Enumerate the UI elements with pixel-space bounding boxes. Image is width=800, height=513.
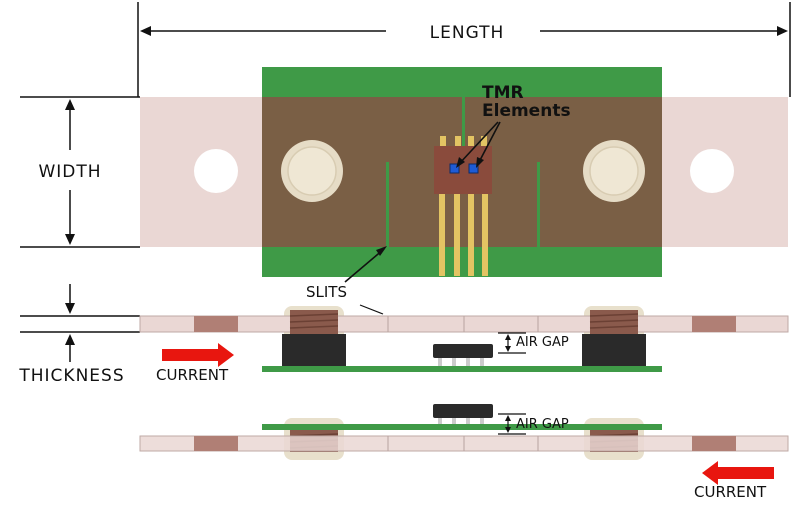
thickness-dimension: THICKNESS (18, 284, 140, 386)
tmr-element-left (449, 163, 460, 174)
slit-center (462, 97, 465, 147)
tmr-element-right (468, 163, 479, 174)
tmr-pointer-arrow-1 (458, 121, 499, 165)
mounting-hole-right (690, 149, 734, 193)
pcb-side-1 (262, 366, 662, 372)
pcb-side-2 (262, 424, 662, 430)
current-arrow-left (702, 461, 774, 485)
air-gap-label-top: AIR GAP (516, 335, 569, 350)
slits-label: SLITS (306, 283, 347, 301)
tmr-pointer-arrowhead-1 (456, 157, 465, 168)
chip-side-1 (433, 344, 493, 366)
air-gap-label-bottom: AIR GAP (516, 417, 569, 432)
standoff-right (583, 140, 645, 202)
tmr-pointer-arrowhead-2 (476, 157, 484, 168)
mounting-hole-left (194, 149, 238, 193)
slits-callout: SLITS (306, 246, 387, 315)
chip-side-2 (433, 404, 493, 424)
thickness-label: THICKNESS (18, 366, 124, 386)
current-label-top: CURRENT (156, 366, 229, 384)
current-arrow-right (162, 343, 234, 367)
sensor-chip (434, 136, 492, 276)
current-label-bottom: CURRENT (694, 483, 767, 501)
side-view-top: AIR GAP CURRENT (139, 306, 789, 384)
side-view-bottom: AIR GAP CURRENT (139, 404, 789, 501)
tmr-pointer-arrow-2 (477, 121, 501, 165)
slit-left (386, 162, 389, 247)
width-label: WIDTH (38, 162, 101, 182)
length-dimension: LENGTH (137, 2, 791, 97)
length-label: LENGTH (430, 23, 505, 43)
tmr-label-line2: Elements (482, 101, 571, 121)
width-dimension: WIDTH (20, 96, 140, 248)
top-view: TMR Elements (140, 67, 788, 277)
slit-right (537, 162, 540, 247)
tmr-label-line1: TMR (482, 83, 524, 103)
standoff-left (281, 140, 343, 202)
